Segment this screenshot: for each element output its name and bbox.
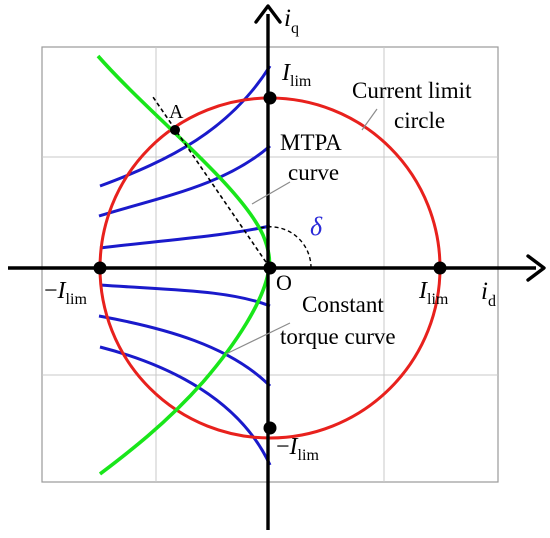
id-axis-label: id [481,278,496,310]
mtpa-label-line2: curve [288,160,339,185]
ilim-right-label: Ilim [418,278,449,308]
torque-label-line1: Constant [302,292,384,317]
point-id-right [433,261,447,275]
point-a [170,125,180,135]
constant-torque-curves [98,65,272,466]
torque-curve-upper-2 [98,144,271,218]
point-iq-bottom [263,421,277,435]
point-id-left [93,261,107,275]
torque-curve-lower-2 [98,314,272,388]
leader-torque [225,322,291,355]
point-origin [263,261,277,275]
delta-angle-label: δ [310,212,323,241]
neg-ilim-bottom-label: −Ilim [276,434,319,464]
current-limit-label-line2: circle [394,108,445,133]
point-iq-top [263,91,277,105]
neg-ilim-left-label: −Ilim [44,278,87,308]
mtpa-curve [96,54,272,476]
point-a-label: A [169,101,184,123]
torque-curve-upper-3 [99,224,271,250]
leader-mtpa [251,181,291,205]
marked-points [93,91,447,435]
torque-curve-lower-1 [99,283,271,308]
ilim-top-label: Ilim [281,60,312,90]
leader-current-limit [361,108,378,131]
iq-axis-label: iq [284,5,299,37]
torque-label-line2: torque curve [280,324,396,349]
current-limit-label-line1: Current limit [352,78,472,103]
leader-lines [225,108,378,355]
grid [41,46,499,483]
torque-curve-lower-3 [99,345,272,466]
plot-frame [41,46,499,483]
origin-label: O [276,270,292,295]
q-axis-arrowhead [254,4,282,24]
mtpa-label-line1: MTPA [280,130,342,155]
d-axis-arrowhead [526,254,546,282]
